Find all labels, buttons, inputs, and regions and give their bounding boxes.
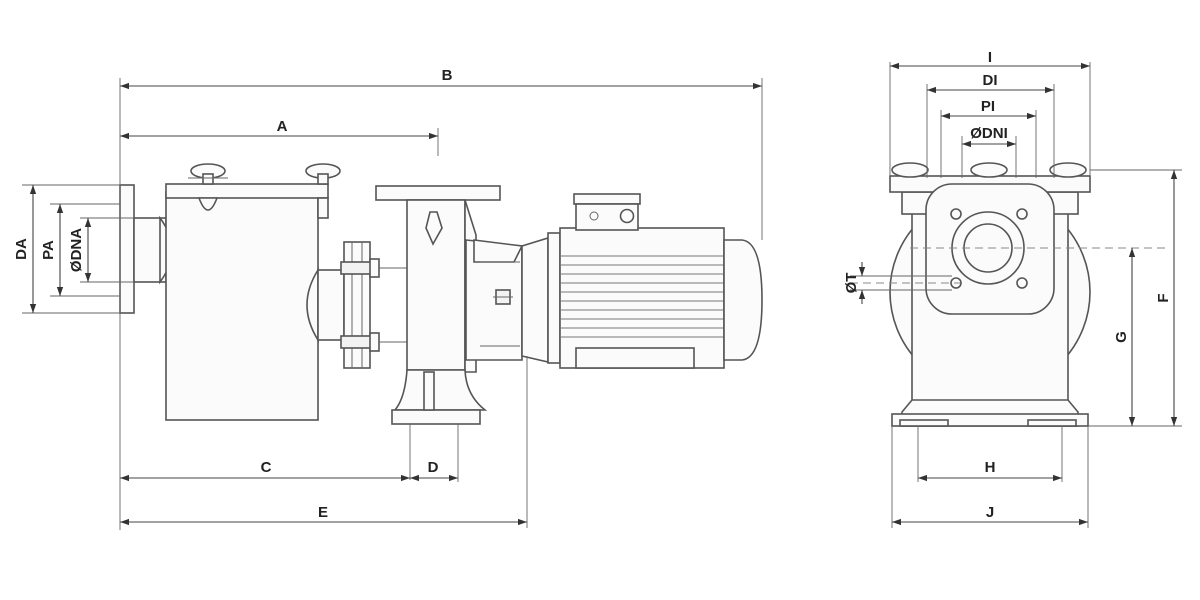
dim-label-pa: PA bbox=[40, 240, 57, 260]
dim-label-d: D bbox=[428, 459, 439, 476]
dim-label-t: ØT bbox=[843, 273, 860, 294]
dim-label-i: I bbox=[988, 49, 992, 66]
flange-bolt-hole bbox=[950, 208, 962, 220]
dim-label-di: DI bbox=[983, 72, 998, 89]
front-view-dimensions: I DI PI ØDNI ØT G F H J bbox=[843, 49, 1182, 528]
strainer-outlet-pipe bbox=[317, 269, 345, 341]
dim-label-pi: PI bbox=[981, 98, 995, 115]
volute-drain-plug bbox=[425, 211, 443, 246]
motor-terminal-box bbox=[573, 193, 641, 231]
side-view-dimensions: B A C D E DA PA ØDNA bbox=[13, 67, 763, 530]
dim-label-da: DA bbox=[13, 238, 30, 260]
front-knob-center bbox=[970, 162, 1008, 178]
electric-motor bbox=[521, 227, 763, 369]
strainer-lid bbox=[165, 183, 329, 199]
pump-volute bbox=[375, 185, 501, 425]
motor-fan-cover bbox=[723, 239, 763, 361]
dim-label-j: J bbox=[986, 504, 994, 521]
dim-label-h: H bbox=[985, 459, 996, 476]
strainer-tank bbox=[165, 191, 319, 421]
dim-label-f: F bbox=[1155, 293, 1172, 302]
lid-knob-left bbox=[190, 163, 226, 211]
dim-label-e: E bbox=[318, 504, 328, 521]
dim-label-c: C bbox=[261, 459, 272, 476]
front-knob-right bbox=[1049, 162, 1087, 178]
dim-label-g: G bbox=[1113, 331, 1130, 343]
lid-knob-right bbox=[305, 163, 341, 185]
dim-label-b: B bbox=[442, 67, 453, 84]
side-view bbox=[119, 163, 763, 425]
lid-clamp bbox=[317, 197, 329, 219]
dim-label-a: A bbox=[277, 118, 288, 135]
dim-label-dna: ØDNA bbox=[68, 228, 85, 272]
inlet-flange bbox=[119, 184, 135, 314]
coupling-flange bbox=[340, 241, 410, 369]
front-view bbox=[889, 162, 1091, 427]
dim-label-dni: ØDNI bbox=[970, 125, 1008, 142]
front-knob-left bbox=[891, 162, 929, 178]
